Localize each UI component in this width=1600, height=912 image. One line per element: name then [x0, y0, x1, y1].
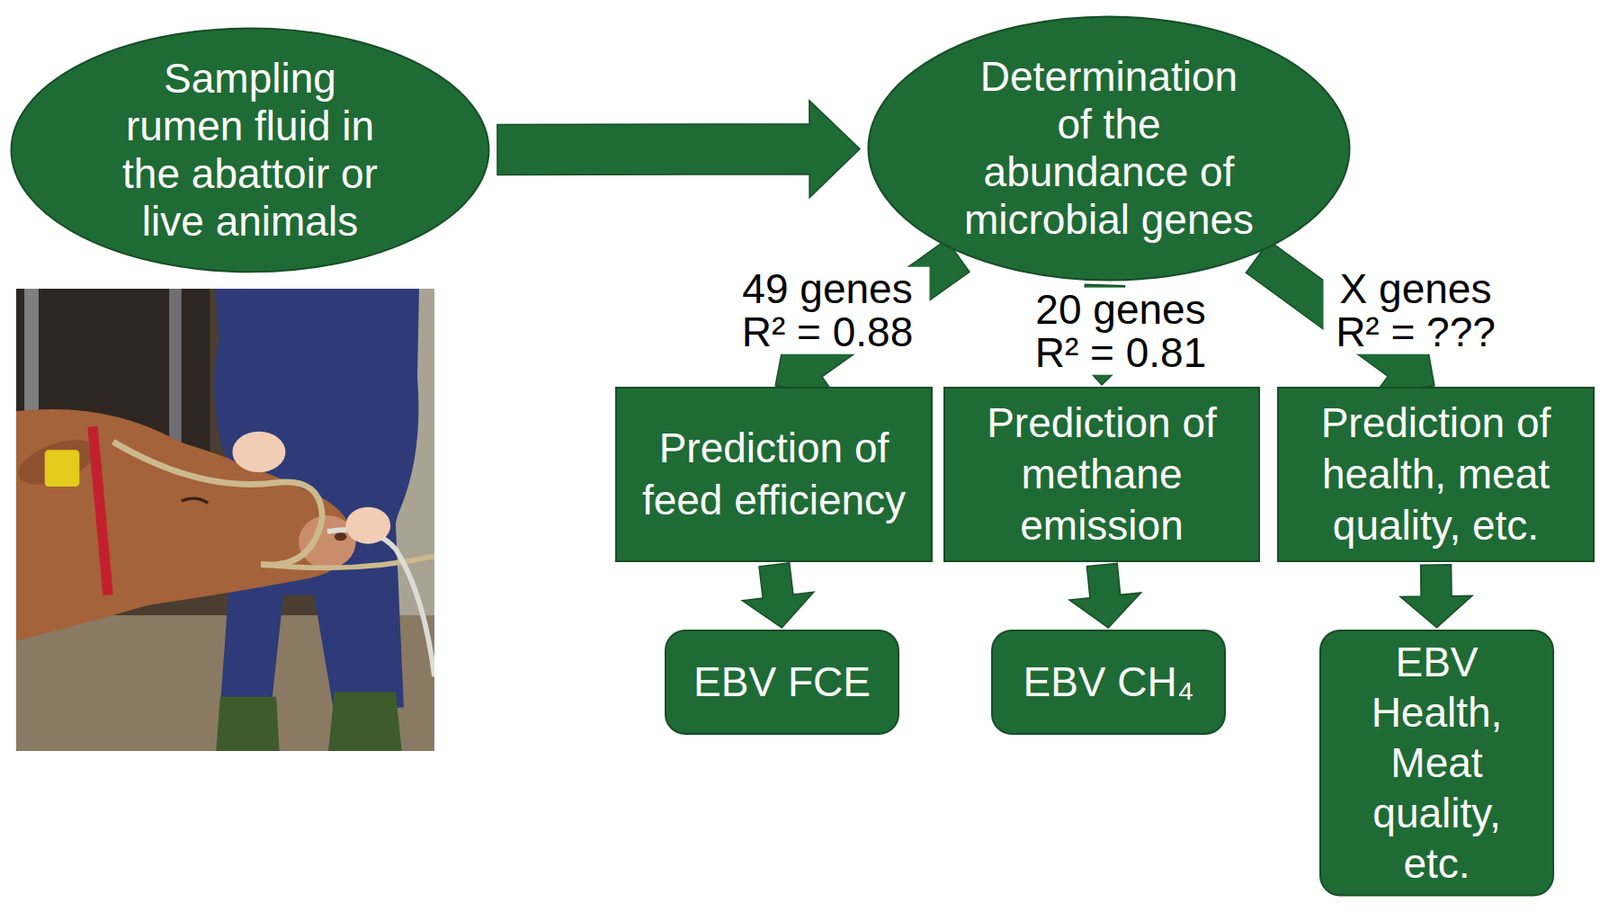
- node-text: Prediction of health, meat quality, etc.: [1289, 397, 1583, 552]
- box-fill: [1320, 630, 1554, 896]
- text-column: EBV Health, Meat quality, etc.: [1347, 636, 1528, 890]
- sampling-ellipse: Sampling rumen fluid in the abattoir or …: [9, 26, 491, 274]
- cow-eye: [181, 498, 208, 503]
- prediction-box: Prediction of health, meat quality, etc.: [1277, 386, 1595, 563]
- block-arrow: [1400, 564, 1473, 628]
- box-outline: [615, 386, 933, 563]
- prediction-box: Prediction of methane emission: [943, 386, 1261, 563]
- ellipse-fill: [11, 28, 490, 273]
- node-text: EBV Health, Meat quality, etc.: [1347, 636, 1528, 890]
- node-text: Prediction of feed efficiency: [627, 422, 921, 526]
- box-fill: [616, 387, 932, 562]
- hand: [345, 507, 391, 545]
- ebv-box: EBV FCE: [664, 629, 900, 735]
- block-arrow: [1069, 563, 1142, 628]
- lead-rope: [260, 555, 435, 568]
- ebv-box: EBV Health, Meat quality, etc.: [1319, 629, 1555, 897]
- sampling-tube: [327, 529, 435, 677]
- node-text: EBV FCE: [693, 656, 871, 707]
- box-fill: [1278, 387, 1594, 562]
- node-text: Determination of the abundance of microb…: [960, 53, 1258, 244]
- box-fill: [944, 387, 1260, 562]
- node-text: EBV CH₄: [1022, 656, 1194, 707]
- prediction-box: Prediction of feed efficiency: [615, 386, 933, 563]
- ebv-box: EBV CH₄: [991, 629, 1226, 735]
- block-arrow: [497, 100, 860, 198]
- arm: [235, 309, 251, 443]
- text-column: EBV CH₄: [1009, 656, 1208, 707]
- cow-sampling-photo: [16, 288, 435, 751]
- hand: [232, 431, 286, 473]
- text-column: Sampling rumen fluid in the abattoir or …: [113, 54, 388, 246]
- photo-background: [16, 288, 435, 751]
- halter-strap: [92, 426, 108, 595]
- edge-label: 20 genes R² = 0.81: [1018, 287, 1224, 376]
- node-text: Sampling rumen fluid in the abattoir or …: [113, 54, 388, 246]
- block-arrow: [741, 563, 814, 628]
- ear-tag: [44, 449, 81, 487]
- arm: [373, 349, 399, 519]
- cow-nostril: [334, 532, 348, 541]
- text-column: EBV FCE: [682, 656, 882, 707]
- text-column: Prediction of feed efficiency: [627, 422, 921, 526]
- boot: [215, 697, 279, 751]
- text-column: Determination of the abundance of microb…: [960, 53, 1258, 244]
- text-column: Prediction of health, meat quality, etc.: [1289, 397, 1583, 552]
- box-fill: [992, 630, 1225, 734]
- boot: [328, 691, 403, 751]
- text-column: Prediction of methane emission: [956, 397, 1249, 552]
- box-fill: [665, 630, 899, 734]
- node-text: Prediction of methane emission: [956, 397, 1249, 552]
- edge-label: X genes R² = ???: [1323, 267, 1509, 355]
- edge-label: 49 genes R² = 0.88: [725, 267, 930, 355]
- halter-rope: [113, 441, 323, 565]
- cow-ear: [16, 430, 102, 493]
- ellipse-fill: [868, 17, 1350, 281]
- analysis-ellipse: Determination of the abundance of microb…: [867, 15, 1351, 282]
